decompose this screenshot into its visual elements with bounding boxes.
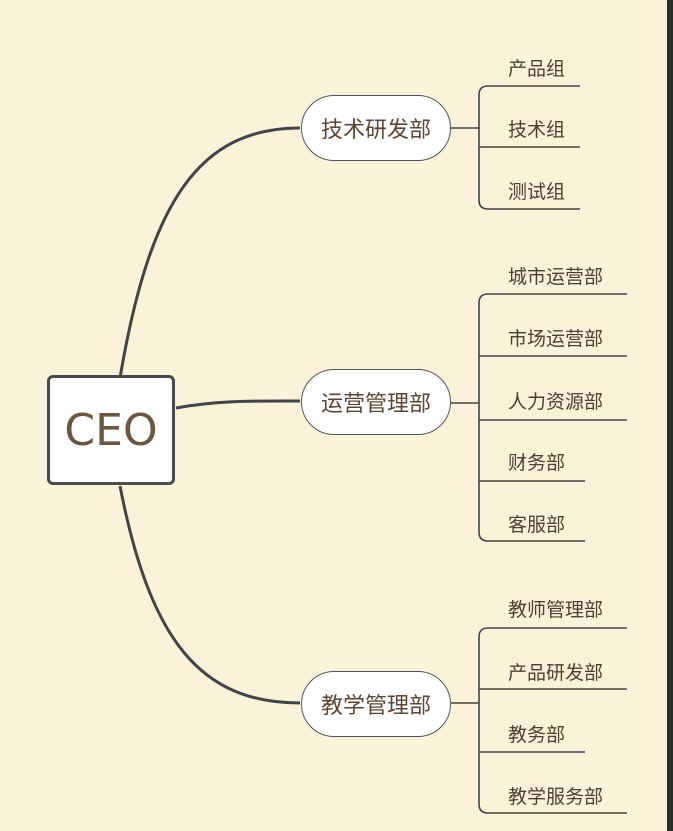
root-node-ceo[interactable]: CEO [47,375,175,485]
leaf-node[interactable]: 产品组 [508,58,566,80]
root-connectors [118,126,301,705]
connector-root-dept-1 [118,126,301,379]
leaf-node[interactable]: 财务部 [508,452,566,474]
leaf-node[interactable]: 测试组 [508,181,566,203]
leaf-node[interactable]: 教务部 [508,724,566,746]
leaf-node[interactable]: 人力资源部 [508,391,604,413]
dept-2-connectors [451,293,627,542]
dept-node-operations[interactable]: 运营管理部 [301,369,451,435]
dept-node-teaching[interactable]: 教学管理部 [301,671,451,737]
leaf-node[interactable]: 城市运营部 [508,266,604,288]
connector-root-dept-3 [118,485,301,705]
dept-1-connectors [451,85,580,210]
leaf-node[interactable]: 客服部 [508,514,566,536]
window-edge [667,0,673,831]
connector-root-dept-2 [175,399,301,410]
leaf-node[interactable]: 技术组 [508,119,566,141]
leaf-node[interactable]: 市场运营部 [508,328,604,350]
dept-node-tech[interactable]: 技术研发部 [301,95,451,161]
leaf-node[interactable]: 产品研发部 [508,662,604,684]
dept-3-connectors [451,627,627,814]
leaf-node[interactable]: 教学服务部 [508,786,604,808]
leaf-node[interactable]: 教师管理部 [508,599,604,621]
